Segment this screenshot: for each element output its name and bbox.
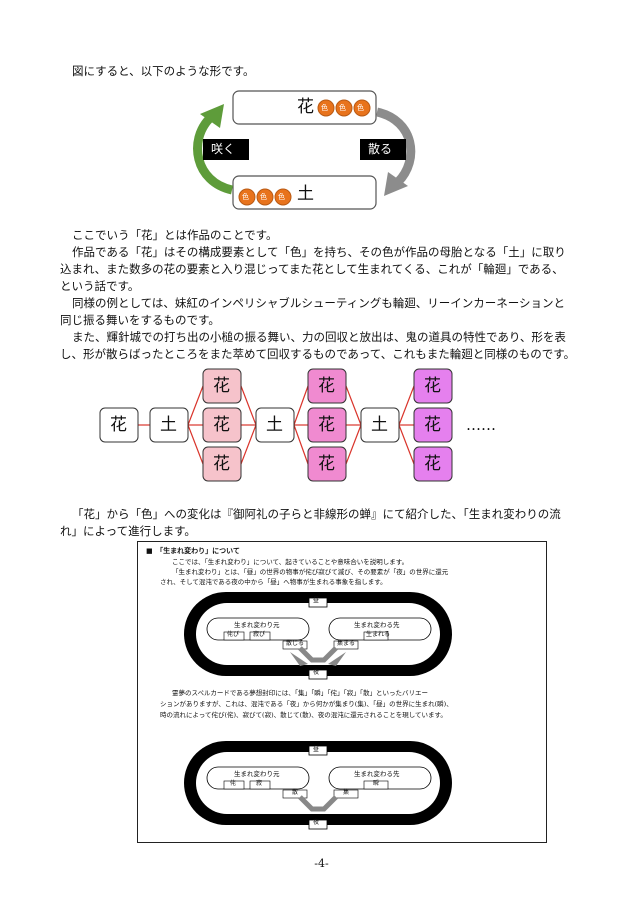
target-title: 生まれ変わる先 [354, 621, 400, 629]
bloom-label: 咲く [211, 142, 236, 156]
intro-text: 図にすると、以下のような形です。 [72, 64, 255, 78]
fall-label-box [360, 139, 406, 160]
paragraph-line: し、形が散らばったところをまた萃めて回収するものであって、これもまた輪廻と同様の… [60, 347, 576, 361]
color-token-label: 色 [321, 104, 328, 112]
wabi-label: 侘び [227, 631, 240, 638]
color-token-label: 色 [339, 104, 346, 112]
bloom-label-box [203, 139, 249, 160]
source-title: 生まれ変わり元 [234, 621, 280, 629]
fall-label: 散る [368, 142, 393, 156]
figure-desc2-line: 時の流れによって侘び(侘)、寂びて(寂)、散じて(散)、夜の混沌に還元されること… [160, 711, 447, 719]
sabi-label: 寂び [253, 631, 266, 638]
flow-ellipsis: …… [466, 416, 496, 434]
paragraph-line: また、輝針城での打ち出の小槌の振る舞い、力の回収と放出は、鬼の道具の特性であり、… [72, 330, 566, 344]
sabi-label: 寂 [256, 780, 263, 787]
flow-flower: 花 [318, 454, 335, 474]
figure-desc2-line: ションがありますが、これは、混沌である「夜」から何かが集まり(集)、「昼」の世界… [160, 700, 453, 708]
color-token-label: 色 [260, 193, 267, 201]
flow-flower-start [99, 407, 139, 443]
flow-earth: 土 [160, 415, 177, 435]
flow-earth-2 [255, 407, 295, 443]
paragraph2-line: 「花」から「色」への変化は『御阿礼の子らと非線形の蝉』にて紹介した、「生まれ変わ… [72, 507, 561, 521]
born-label: 生まれる [366, 631, 391, 638]
cycle-earth-label: 土 [297, 184, 314, 204]
gather-label: 集まる [337, 640, 356, 647]
scatter-label: 散じる [286, 640, 305, 647]
flow-flower: 花 [318, 415, 335, 435]
flow-flower: 花 [213, 376, 230, 396]
cycle-flower-label: 花 [297, 97, 314, 117]
bloom-arrow [193, 114, 234, 195]
flow-flower: 花 [424, 376, 441, 396]
night-label: 夜 [313, 669, 320, 676]
day-label: 昼 [313, 597, 320, 604]
flow-flower: 花 [424, 415, 441, 435]
figure-desc-line: ここでは、「生まれ変わり」について、起きていることや意味合いを説明します。 [172, 558, 409, 566]
rebirth-diagram-1 [184, 592, 452, 680]
paragraph2-line: れ」によって進行します。 [60, 524, 196, 538]
day-label: 昼 [313, 746, 320, 753]
color-token-label: 色 [278, 193, 285, 201]
paragraph-line: 同様の例としては、妹紅のインペリシャブルシューティングも輪廻、リーインカーネーシ… [72, 296, 565, 310]
flow-flower: 花 [213, 454, 230, 474]
flow-flower: 花 [318, 376, 335, 396]
night-label: 夜 [313, 819, 320, 826]
flow-earth-1 [149, 407, 189, 443]
flow-earth: 土 [371, 415, 388, 435]
paragraph-line: という話です。 [60, 279, 140, 293]
flow-flower: 花 [424, 454, 441, 474]
flow-earth-3 [360, 407, 400, 443]
color-token-label: 色 [357, 104, 364, 112]
paragraph-line: ここでいう「花」とは作品のことです。 [72, 228, 278, 242]
wabi-label: 侘 [230, 780, 237, 787]
source-title: 生まれ変わり元 [234, 770, 280, 778]
figure-desc2-line: 霊夢のスペルカードである夢想封印には、「集」「瞬」「侘」「寂」「散」といったバリ… [172, 689, 429, 697]
scatter-label: 散 [292, 789, 299, 796]
target-title: 生まれ変わる先 [354, 770, 400, 778]
rebirth-diagram-2 [184, 741, 452, 830]
figure-desc-line: 「生まれ変わり」とは、「昼」の世界の物事が侘び寂びて滅び、その要素が「夜」の世界… [172, 568, 449, 576]
fall-arrow [375, 107, 416, 186]
flower-box-top [232, 90, 377, 125]
born-label: 瞬 [373, 780, 380, 787]
paragraph-line: 同じ振る舞いをするものです。 [60, 313, 220, 327]
flow-flower: 花 [213, 415, 230, 435]
gather-label: 集 [343, 789, 350, 796]
flow-flower: 花 [110, 415, 127, 435]
figure-heading: ■ 「生まれ変わり」について [146, 546, 240, 555]
color-token-label: 色 [242, 193, 249, 201]
paragraph-line: 込まれ、また数多の花の要素と入り混じってまた花として生まれてくる、これが「輪廻」… [60, 262, 564, 276]
figure-desc-line: され、そして混沌である夜の中から「昼」へ物事が生まれる事象を指します。 [160, 578, 387, 586]
paragraph-line: 作品である「花」はその構成要素として「色」を持ち、その色が作品の母胎となる「土」… [72, 245, 566, 259]
flow-earth: 土 [266, 415, 283, 435]
page-number: -4- [314, 857, 329, 870]
